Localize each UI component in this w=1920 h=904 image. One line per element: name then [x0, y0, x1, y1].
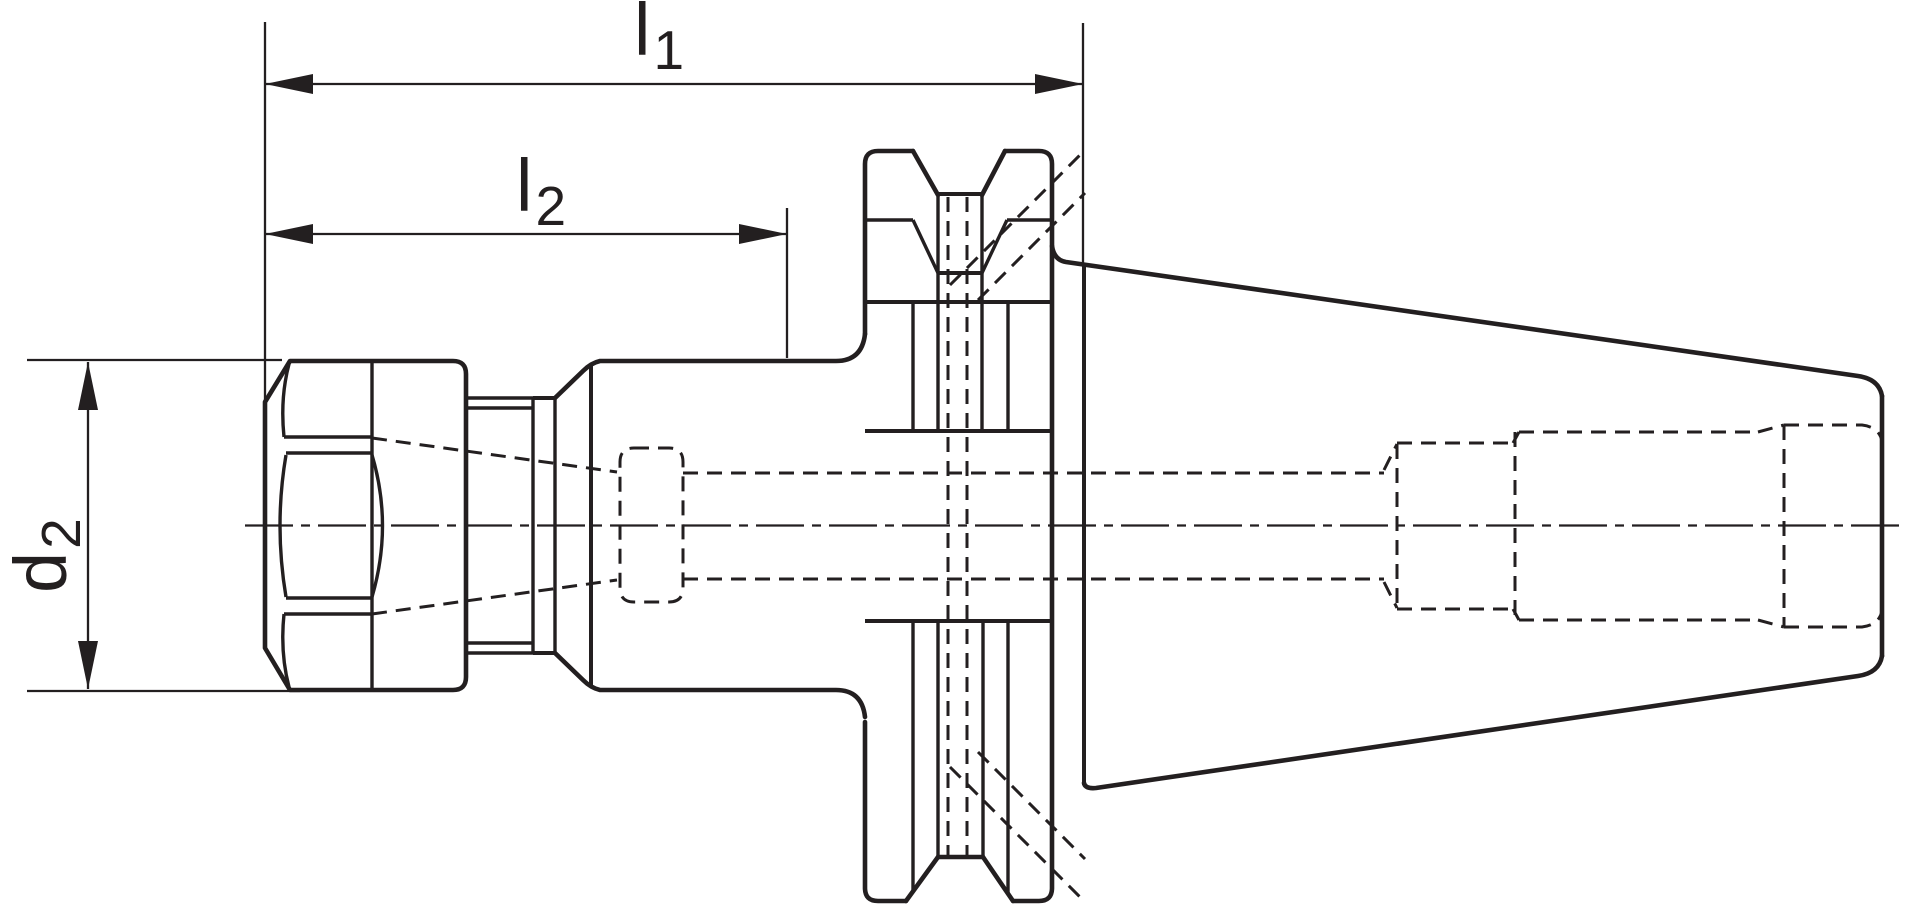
hidden-collet-taper-lower: [371, 578, 618, 616]
l1-arrow-left: [265, 74, 313, 94]
l2-arrow-right: [739, 224, 787, 244]
taper-top-edge: [1049, 243, 1885, 399]
d2-label: d2: [0, 518, 92, 593]
hidden-lines: [371, 148, 1884, 904]
taper-shank: [1049, 243, 1885, 791]
collet-nut: [262, 358, 469, 693]
dimension-l2: l2: [265, 144, 789, 358]
l2-label: l2: [516, 144, 566, 237]
hex-flat-arc-middle: [370, 454, 385, 598]
l1-arrow-right: [1035, 74, 1083, 94]
flange-v-groove: [862, 148, 1055, 904]
collet-nut-outline: [262, 358, 469, 693]
d2-arrow-top: [78, 362, 98, 410]
l2-arrow-left: [265, 224, 313, 244]
collet-thread-section: [466, 396, 557, 655]
l1-label: l1: [634, 0, 684, 81]
hidden-collet-taper-upper: [371, 436, 618, 474]
taper-bottom-edge: [1081, 653, 1885, 791]
body-bottom-edge: [552, 650, 868, 720]
tool-body: [552, 331, 868, 720]
v-groove-right-wall: [979, 148, 1008, 198]
v-groove-left-wall: [910, 148, 941, 198]
hidden-relief-groove: [618, 446, 685, 604]
hex-flat-arc-front: [278, 454, 288, 598]
d2-arrow-bottom: [78, 641, 98, 689]
body-top-edge: [552, 331, 868, 401]
dimension-d2: d2: [0, 358, 300, 693]
dimension-l1: l1: [263, 0, 1085, 402]
